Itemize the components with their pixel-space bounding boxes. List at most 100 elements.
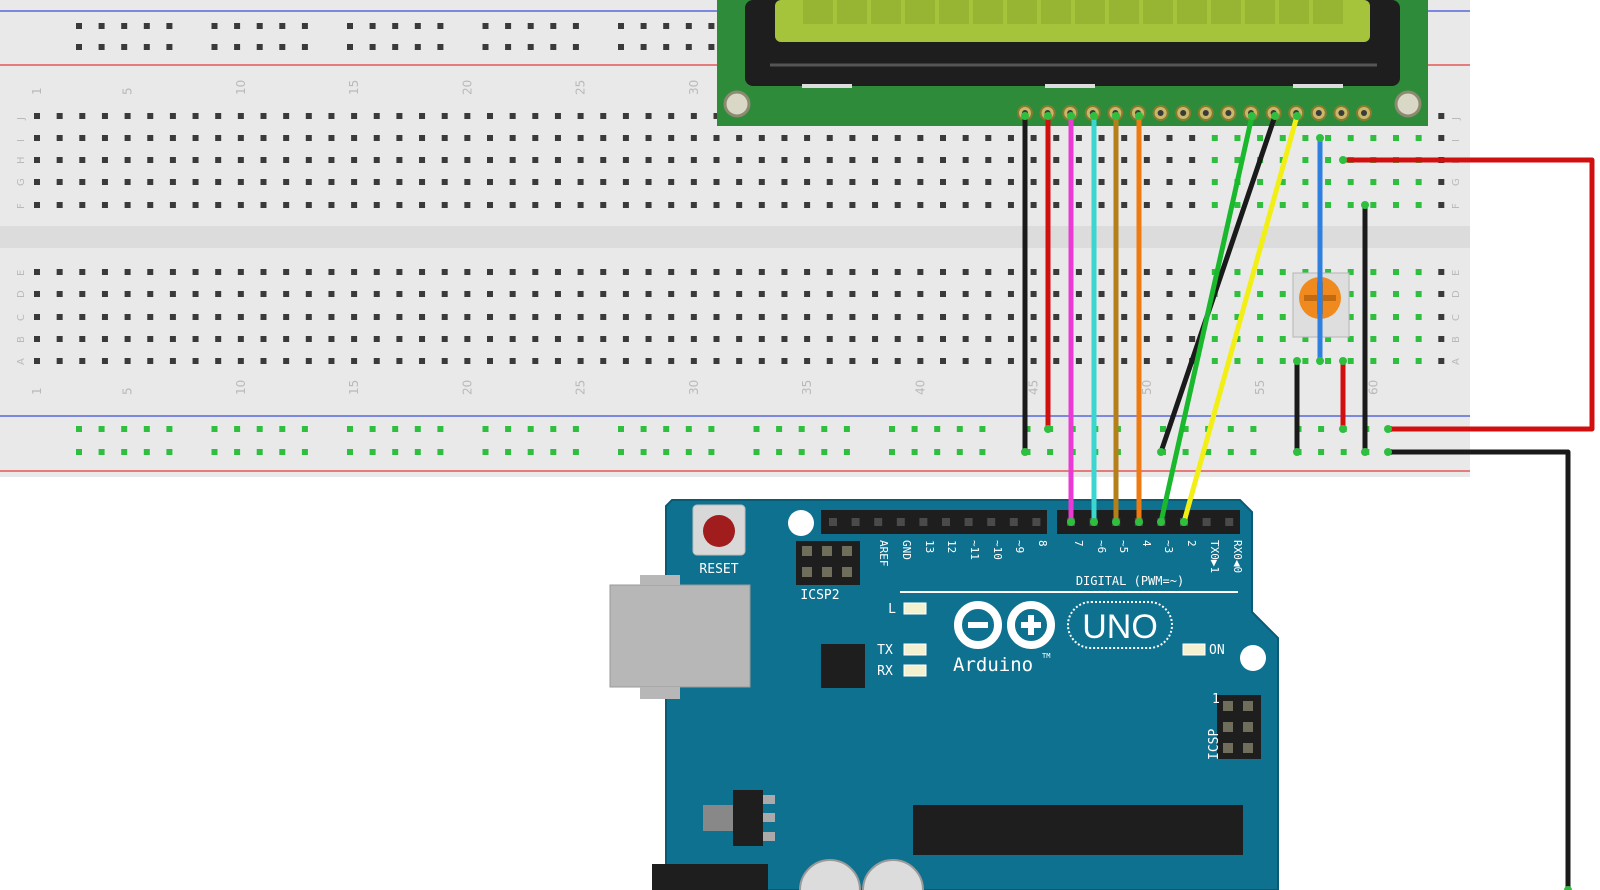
- breadboard-hole: [600, 135, 607, 141]
- breadboard-hole: [1211, 135, 1218, 141]
- wire-end: [1021, 112, 1029, 120]
- breadboard-hole: [1370, 314, 1377, 320]
- breadboard-hole: [215, 113, 222, 119]
- breadboard-hole: [690, 291, 697, 297]
- breadboard-hole: [34, 291, 40, 297]
- breadboard-hole: [79, 269, 86, 275]
- breadboard-hole: [962, 336, 969, 342]
- digital-pin-label: ~6: [1095, 540, 1108, 553]
- breadboard-hole: [1166, 291, 1173, 297]
- breadboard-hole: [79, 135, 86, 141]
- breadboard-hole: [509, 113, 516, 119]
- power-rail-hole: [1318, 426, 1325, 432]
- power-rail-hole: [979, 426, 986, 432]
- breadboard-hole: [147, 202, 154, 208]
- breadboard-hole: [1166, 157, 1173, 163]
- breadboard-hole: [1121, 157, 1128, 163]
- power-rail-hole: [211, 23, 218, 29]
- breadboard-hole: [396, 179, 403, 185]
- breadboard-hole: [1211, 202, 1218, 208]
- power-rail-hole: [121, 426, 128, 432]
- breadboard-hole: [917, 314, 924, 320]
- breadboard-hole: [690, 314, 697, 320]
- breadboard-hole: [487, 113, 493, 119]
- column-number: 40: [913, 380, 927, 395]
- breadboard-hole: [260, 113, 267, 119]
- breadboard-hole: [101, 358, 108, 364]
- row-letter: G: [16, 178, 27, 186]
- wire-end: [1339, 156, 1347, 164]
- icsp-pin1-label: 1: [1212, 692, 1220, 707]
- breadboard-hole: [283, 358, 290, 364]
- digital-pin-label: AREF: [877, 540, 890, 567]
- breadboard-hole: [940, 202, 946, 208]
- breadboard-hole: [622, 358, 629, 364]
- breadboard-hole: [1189, 202, 1196, 208]
- breadboard-hole: [962, 135, 969, 141]
- breadboard-hole: [328, 157, 335, 163]
- breadboard-hole: [713, 179, 720, 185]
- breadboard-hole: [1189, 336, 1196, 342]
- arduino-logo: Arduino TM UNO: [953, 601, 1173, 676]
- breadboard-hole: [1075, 202, 1082, 208]
- breadboard-hole: [577, 135, 584, 141]
- breadboard-hole: [351, 113, 358, 119]
- power-rail-hole: [211, 44, 218, 50]
- icsp-label: ICSP: [1207, 729, 1222, 760]
- breadboard-hole: [1370, 269, 1377, 275]
- lcd-character-cell: [973, 0, 1003, 24]
- breadboard-hole: [849, 202, 856, 208]
- icsp2-pin: [802, 567, 812, 577]
- breadboard-hole: [1257, 269, 1264, 275]
- breadboard-hole: [1053, 135, 1060, 141]
- power-rail-hole: [347, 426, 353, 432]
- breadboard-hole: [283, 135, 290, 141]
- breadboard-hole: [464, 179, 471, 185]
- breadboard-hole: [192, 157, 199, 163]
- lcd-character-cell: [939, 0, 969, 24]
- breadboard-hole: [894, 179, 901, 185]
- breadboard-hole: [872, 314, 879, 320]
- wire-end: [1564, 886, 1572, 890]
- breadboard-hole: [192, 314, 199, 320]
- breadboard-hole: [1438, 179, 1445, 185]
- breadboard-hole: [34, 157, 40, 163]
- breadboard-hole: [192, 291, 199, 297]
- power-jack: [652, 864, 768, 890]
- breadboard-hole: [1075, 358, 1082, 364]
- breadboard-hole: [1189, 179, 1196, 185]
- breadboard-hole: [260, 202, 267, 208]
- breadboard-hole: [962, 291, 969, 297]
- breadboard-hole: [1098, 179, 1105, 185]
- breadboard-hole: [781, 358, 788, 364]
- breadboard-hole: [441, 358, 448, 364]
- breadboard-hole: [487, 314, 493, 320]
- power-rail-hole: [143, 44, 150, 50]
- breadboard-hole: [147, 269, 154, 275]
- breadboard-hole: [645, 157, 652, 163]
- breadboard-hole: [1279, 336, 1286, 342]
- breadboard-hole: [940, 269, 946, 275]
- breadboard-hole: [577, 157, 584, 163]
- power-rail-hole: [776, 449, 783, 455]
- breadboard-hole: [351, 336, 358, 342]
- column-number: 10: [234, 380, 248, 395]
- breadboard-hole: [1279, 291, 1286, 297]
- icsp-header: [1217, 695, 1261, 759]
- power-rail-hole: [301, 23, 308, 29]
- power-rail-hole: [685, 44, 692, 50]
- breadboard-hole: [804, 358, 811, 364]
- power-rail-hole: [121, 44, 128, 50]
- power-rail-hole: [211, 449, 218, 455]
- breadboard-hole: [532, 291, 539, 297]
- breadboard-hole: [645, 179, 652, 185]
- breadboard-hole: [985, 314, 992, 320]
- breadboard-hole: [1143, 157, 1150, 163]
- wire-end: [1293, 357, 1301, 365]
- breadboard-hole: [532, 358, 539, 364]
- breadboard-hole: [872, 336, 879, 342]
- power-rail-hole: [753, 426, 760, 432]
- breadboard-center-gap: [0, 226, 1470, 248]
- breadboard-hole: [101, 135, 108, 141]
- breadboard-hole: [849, 269, 856, 275]
